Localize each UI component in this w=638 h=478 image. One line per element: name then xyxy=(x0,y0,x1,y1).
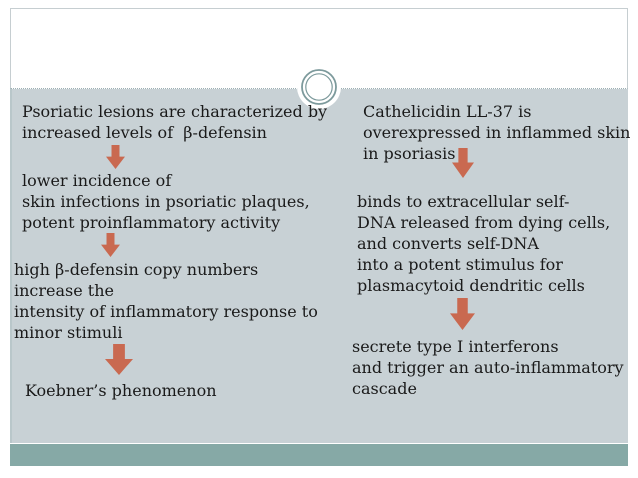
bottom-accent-band xyxy=(10,444,628,466)
text-line: lower incidence of xyxy=(22,171,172,190)
text-line: minor stimuli xyxy=(14,323,123,342)
text-line: potent proinflammatory activity xyxy=(22,213,281,232)
text-line: skin infections in psoriatic plaques, xyxy=(22,192,310,211)
text-line: increased levels of β-defensin xyxy=(22,123,267,142)
down-arrow-icon xyxy=(452,148,474,178)
text-line: increase the xyxy=(14,281,115,300)
text-line: plasmacytoid dendritic cells xyxy=(357,276,585,295)
text-line: binds to extracellular self- xyxy=(357,192,570,211)
down-arrow-icon xyxy=(101,233,120,257)
block-lower-incidence: lower incidence of skin infections in ps… xyxy=(22,170,310,233)
text-line: Koebner’s phenomenon xyxy=(25,381,217,400)
circle-ornament-icon xyxy=(296,64,342,110)
text-line: secrete type I interferons xyxy=(352,337,559,356)
block-copy-numbers: high β-defensin copy numbers increase th… xyxy=(14,259,318,343)
block-secrete-interferons: secrete type I interferons and trigger a… xyxy=(352,336,624,399)
down-arrow-icon xyxy=(105,344,133,375)
text-line: cascade xyxy=(352,379,417,398)
block-koebners-phenomenon: Koebner’s phenomenon xyxy=(25,380,217,401)
block-cathelicidin: Cathelicidin LL-37 is overexpressed in i… xyxy=(363,101,630,164)
text-line: into a potent stimulus for xyxy=(357,255,563,274)
down-arrow-icon xyxy=(450,298,475,330)
down-arrow-icon xyxy=(106,145,125,169)
text-line: in psoriasis xyxy=(363,144,456,163)
text-line: and trigger an auto-inflammatory xyxy=(352,358,624,377)
text-line: overexpressed in inflammed skin xyxy=(363,123,631,142)
block-psoriatic-lesions: Psoriatic lesions are characterized by i… xyxy=(22,101,327,143)
block-binds-self-dna: binds to extracellular self- DNA release… xyxy=(357,191,610,296)
text-line: Cathelicidin LL-37 is xyxy=(363,102,532,121)
text-line: Psoriatic lesions are characterized by xyxy=(22,102,328,121)
text-line: and converts self-DNA xyxy=(357,234,539,253)
text-line: intensity of inflammatory response to xyxy=(14,302,318,321)
text-line: DNA released from dying cells, xyxy=(357,213,611,232)
text-line: high β-defensin copy numbers xyxy=(14,260,259,279)
